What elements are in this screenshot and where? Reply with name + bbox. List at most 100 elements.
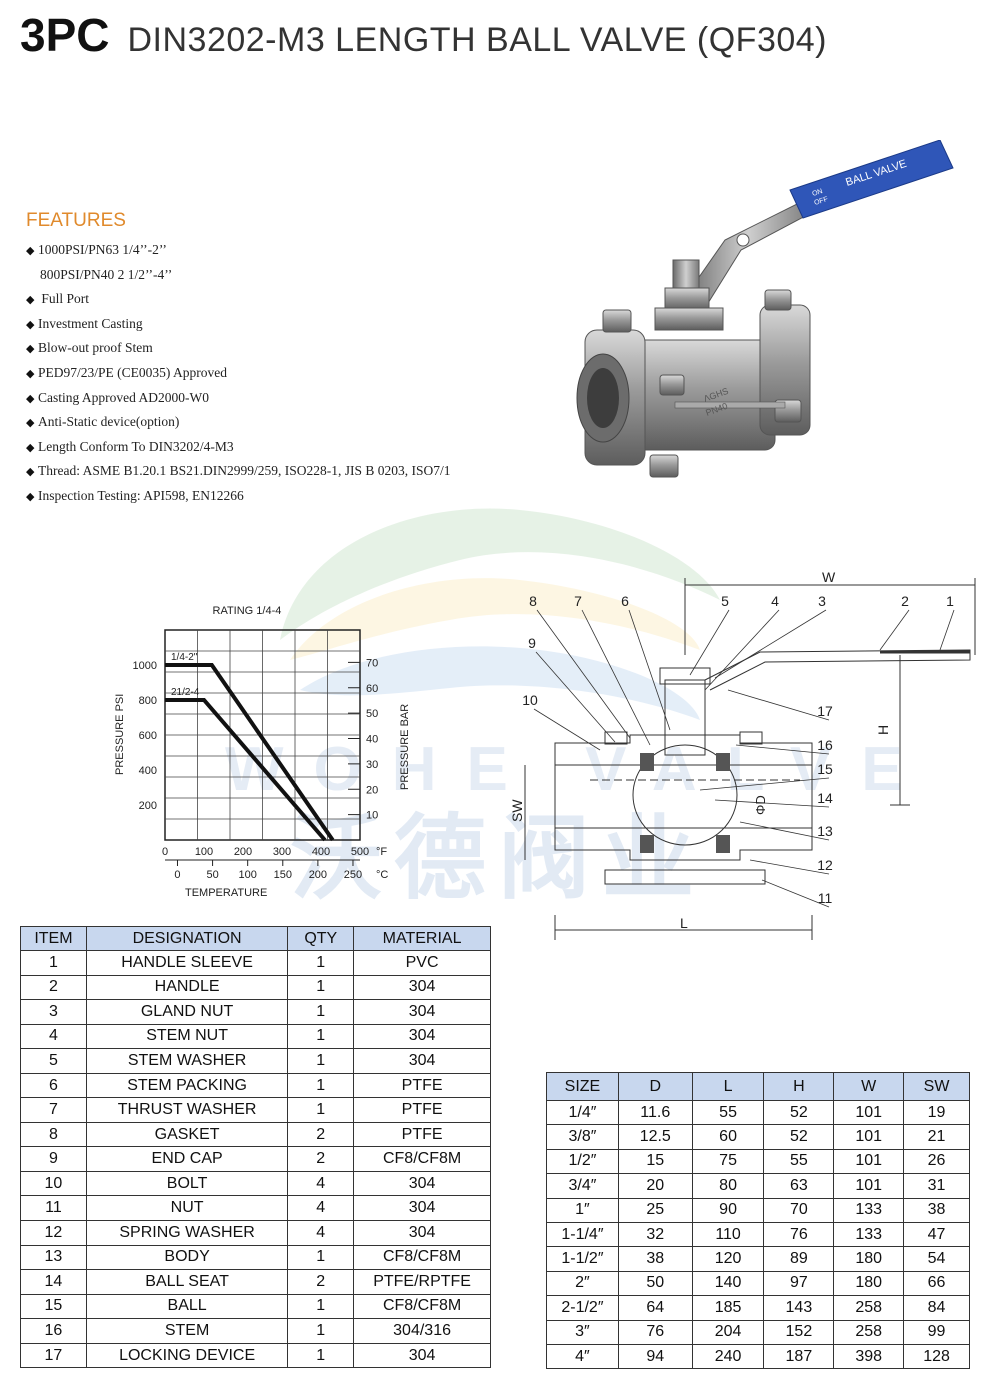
callout-number: 17 [817,703,833,719]
feature-item: ◆PED97/23/PE (CE0035) Approved [26,361,546,386]
dims-cell: 187 [763,1343,835,1370]
handle-on-text: ON [811,188,823,198]
bullet-diamond-icon: ◆ [26,417,35,430]
dims-header-cell: L [691,1072,765,1101]
dims-cell: 185 [691,1295,765,1321]
parts-header-cell: DESIGNATION [85,926,289,951]
parts-cell: 1 [287,1048,355,1074]
x-tick-label-f: 200 [234,846,252,858]
dims-cell: 25 [617,1197,693,1223]
callout-leader-line [879,609,910,651]
feature-item: ◆Casting Approved AD2000-W0 [26,386,546,411]
dims-cell: 75 [691,1148,765,1175]
parts-cell: 10 [20,1170,87,1197]
callout-number: 2 [901,593,909,609]
dims-cell: 32 [617,1221,693,1248]
callout-leader-line [533,708,601,751]
dims-cell: 3/4″ [546,1173,619,1199]
bullet-diamond-icon: ◆ [26,318,35,331]
callout-leader-line [739,821,830,841]
dims-cell: 2″ [546,1270,619,1297]
callout-leader-line [581,609,651,746]
feature-text: Thread: ASME B1.20.1 BS21.DIN2999/259, I… [38,463,451,479]
parts-cell: BALL [85,1293,289,1320]
dims-cell: 180 [833,1246,905,1272]
parts-header-cell: MATERIAL [353,926,491,951]
bullet-diamond-icon: ◆ [26,294,35,307]
feature-text: Casting Approved AD2000-W0 [38,389,209,405]
callout-number: 5 [721,593,729,609]
callout-leader-line [699,777,830,791]
dims-cell: 120 [691,1246,765,1272]
y-right-tick-label: 20 [366,784,378,796]
dims-cell: 97 [763,1270,835,1297]
y-right-tick-label: 30 [366,759,378,771]
parts-cell: 1 [287,1293,355,1320]
feature-item: ◆Thread: ASME B1.20.1 BS21.DIN2999/259, … [26,459,546,484]
dims-cell: 101 [833,1173,905,1199]
parts-cell: END CAP [85,1146,289,1172]
parts-cell: STEM [85,1318,289,1344]
parts-cell: 304 [353,974,491,1001]
parts-cell: 1 [287,950,355,976]
callout-leader-line [749,859,830,875]
parts-cell: 17 [20,1342,87,1369]
dims-header-cell: H [763,1072,835,1101]
callout-number: 16 [817,737,833,753]
callout-leader-line [704,609,780,691]
y-tick-label: 200 [139,800,157,812]
dims-cell: 76 [763,1221,835,1248]
dim-sw-label: SW [509,799,525,822]
feature-text: Anti-Static device(option) [38,414,180,430]
parts-cell: 1 [287,1023,355,1050]
parts-cell: 2 [20,974,87,1001]
feature-item: ◆Investment Casting [26,312,546,337]
dims-cell: 80 [691,1173,765,1199]
parts-cell: PTFE [353,1072,491,1099]
feature-text: 800PSI/PN40 2 1/2’’-4’’ [40,266,173,282]
feature-text: Full Port [38,291,90,307]
callout-number: 14 [817,790,833,806]
bullet-diamond-icon: ◆ [26,367,35,380]
parts-cell: 304 [353,1220,491,1246]
parts-cell: 2 [287,1121,355,1148]
y-tick-label: 800 [139,695,157,707]
dims-cell: 1-1/2″ [546,1246,619,1272]
dims-cell: 20 [617,1173,693,1199]
x-tick-label-f: 500 [351,846,369,858]
callout-number: 6 [621,593,629,609]
dims-cell: 204 [691,1319,765,1345]
dims-cell: 1-1/4″ [546,1221,619,1248]
product-photo: BALL VALVE ON OFF ΛGHS PN40 [576,140,954,478]
dims-cell: 258 [833,1319,905,1345]
feature-text: Inspection Testing: API598, EN12266 [38,487,244,503]
feature-item: 800PSI/PN40 2 1/2’’-4’’ [26,263,546,288]
x-unit-f: °F [376,846,387,858]
callout-number: 10 [522,692,538,708]
dims-cell: 84 [903,1295,970,1321]
dims-cell: 89 [763,1246,835,1272]
dims-cell: 31 [903,1173,970,1199]
dims-header-cell: W [833,1072,905,1101]
dims-cell: 3/8″ [546,1124,619,1150]
dims-cell: 26 [903,1148,970,1175]
dims-cell: 1/4″ [546,1099,619,1126]
parts-cell: PVC [353,950,491,976]
callout-leader-line [689,609,730,676]
dims-cell: 70 [763,1197,835,1223]
callout-number: 8 [529,593,537,609]
x-tick-label-f: 400 [312,846,330,858]
dims-cell: 128 [903,1343,970,1370]
bullet-diamond-icon: ◆ [26,245,35,257]
callout-number: 9 [528,635,536,651]
